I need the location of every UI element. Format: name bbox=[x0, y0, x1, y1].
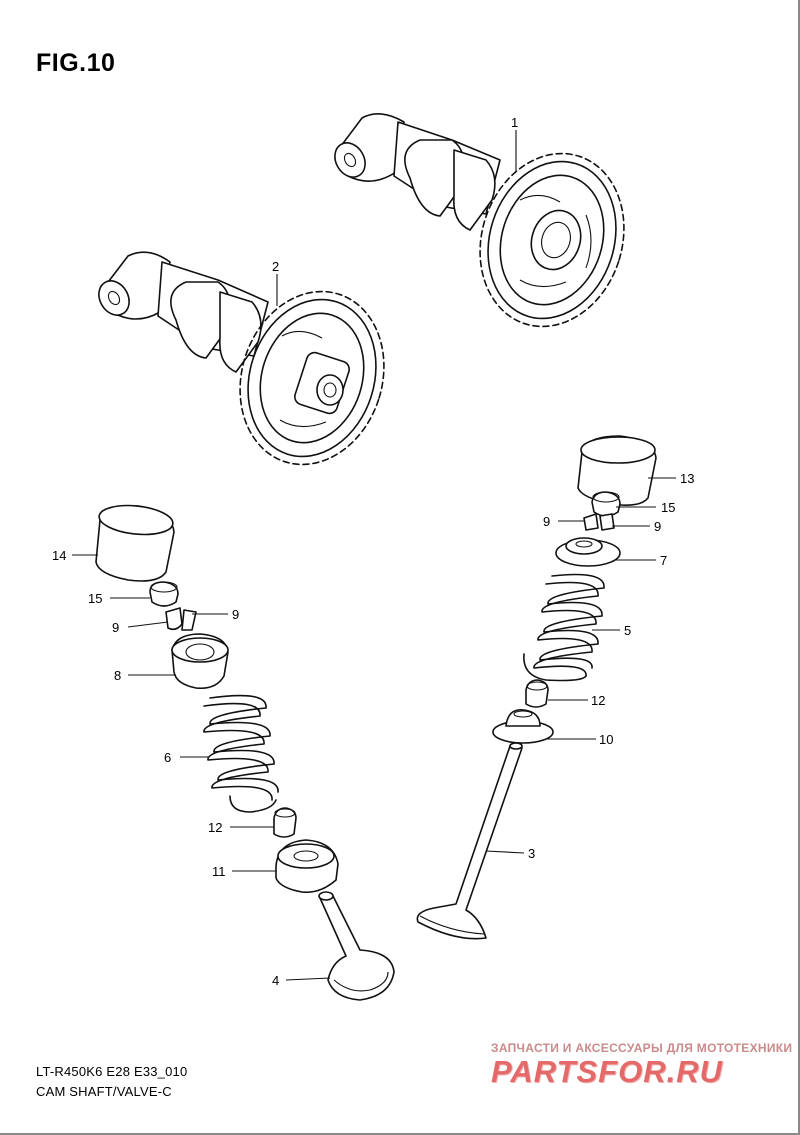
callout-9-right-left: 9 bbox=[543, 514, 550, 529]
valve-tappet-right[interactable] bbox=[577, 435, 657, 506]
spring-retainer-right[interactable] bbox=[555, 537, 621, 567]
callout-3: 3 bbox=[528, 846, 535, 861]
callout-labels: 1 2 13 15 9 9 7 5 12 10 3 14 15 9 9 8 6 … bbox=[52, 115, 694, 988]
callout-5: 5 bbox=[624, 623, 631, 638]
callout-11: 11 bbox=[212, 864, 226, 879]
shim-left[interactable] bbox=[149, 581, 179, 607]
shim-right[interactable] bbox=[591, 491, 621, 517]
callout-12-right: 12 bbox=[591, 693, 605, 708]
watermark-tagline: ЗАПЧАСТИ И АКСЕССУАРЫ ДЛЯ МОТОТЕХНИКИ bbox=[491, 1041, 793, 1055]
valve-tappet-left[interactable] bbox=[95, 502, 175, 582]
valve-left[interactable] bbox=[318, 891, 395, 1001]
camshaft-upper-sprocket bbox=[479, 152, 625, 328]
callout-9-left-right: 9 bbox=[232, 607, 239, 622]
valve-cotters-left[interactable] bbox=[165, 607, 197, 631]
camshaft-lower-sprocket bbox=[239, 290, 385, 466]
spring-seat-left[interactable] bbox=[275, 839, 339, 894]
callout-14: 14 bbox=[52, 548, 66, 563]
figure-code: LT-R450K6 E28 E33_010 bbox=[36, 1064, 188, 1079]
callout-7: 7 bbox=[660, 553, 667, 568]
valve-cotters-right[interactable] bbox=[583, 513, 615, 531]
callout-9-left-left: 9 bbox=[112, 620, 119, 635]
callout-10: 10 bbox=[599, 732, 613, 747]
spring-seat-right[interactable] bbox=[492, 709, 554, 744]
camshaft-lower[interactable] bbox=[93, 251, 406, 483]
figure-title: FIG.10 bbox=[36, 49, 116, 77]
valve-stem-seal-right[interactable] bbox=[525, 679, 549, 708]
valve-spring-left[interactable] bbox=[203, 694, 279, 813]
callout-13: 13 bbox=[680, 471, 694, 486]
valve-spring-right[interactable] bbox=[523, 573, 605, 682]
callout-6: 6 bbox=[164, 750, 171, 765]
spring-retainer-left[interactable] bbox=[171, 633, 229, 690]
callout-15-right: 15 bbox=[661, 500, 675, 515]
callout-1: 1 bbox=[511, 115, 518, 130]
valve-right[interactable] bbox=[416, 742, 523, 940]
valve-stem-seal-left[interactable] bbox=[273, 807, 297, 838]
figure-caption: CAM SHAFT/VALVE-C bbox=[36, 1084, 172, 1099]
callout-8: 8 bbox=[114, 668, 121, 683]
callout-4: 4 bbox=[272, 973, 279, 988]
watermark-logo: PARTSFOR.RU bbox=[491, 1054, 724, 1089]
callout-2: 2 bbox=[272, 259, 279, 274]
callout-15-left: 15 bbox=[88, 591, 102, 606]
camshaft-upper[interactable] bbox=[329, 113, 646, 345]
leader-lines bbox=[72, 130, 676, 981]
callout-12-left: 12 bbox=[208, 820, 222, 835]
callout-9-right-right: 9 bbox=[654, 519, 661, 534]
